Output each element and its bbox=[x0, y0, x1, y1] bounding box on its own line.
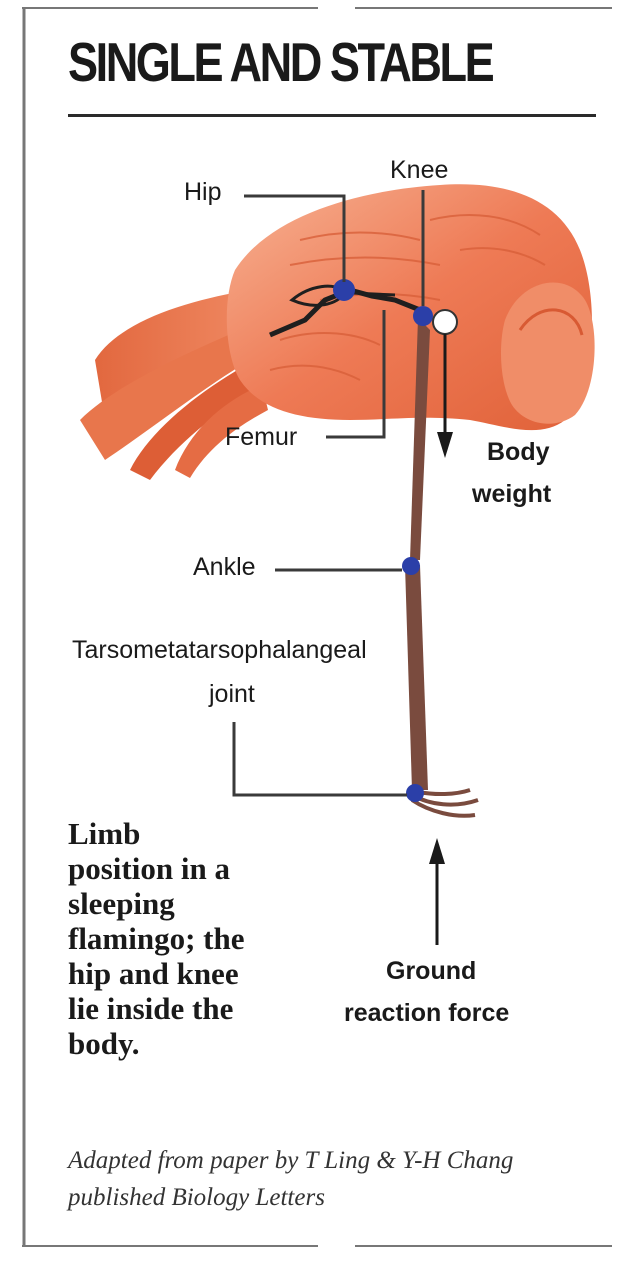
figure-caption: Limb position in a sleeping flamingo; th… bbox=[68, 816, 298, 1061]
knee-label: Knee bbox=[390, 156, 448, 185]
tmtp-label-line2: joint bbox=[209, 680, 255, 709]
femur-label: Femur bbox=[225, 423, 297, 452]
caption-line: flamingo; the bbox=[68, 921, 298, 956]
caption-line: lie inside the bbox=[68, 991, 298, 1026]
tmtp-joint bbox=[406, 784, 424, 802]
caption-line: Limb bbox=[68, 816, 298, 851]
ankle-joint bbox=[402, 557, 420, 575]
caption-line: position in a bbox=[68, 851, 298, 886]
tmtp-label-line1: Tarsometatarsophalangeal bbox=[72, 636, 367, 665]
source-credit: Adapted from paper by T Ling & Y-H Chang… bbox=[68, 1142, 628, 1216]
knee-joint bbox=[413, 306, 433, 326]
credit-line: published Biology Letters bbox=[68, 1179, 628, 1216]
ground-reaction-label-line1: Ground bbox=[386, 957, 476, 986]
body-weight-label-line1: Body bbox=[487, 438, 550, 467]
caption-line: sleeping bbox=[68, 886, 298, 921]
caption-line: hip and knee bbox=[68, 956, 298, 991]
hip-label: Hip bbox=[184, 178, 222, 207]
ground-reaction-arrow bbox=[429, 838, 445, 945]
flamingo-head bbox=[501, 283, 595, 424]
hip-joint bbox=[333, 279, 355, 301]
ground-reaction-label-line2: reaction force bbox=[344, 999, 509, 1028]
tmtp-leader bbox=[234, 722, 407, 795]
credit-line: Adapted from paper by T Ling & Y-H Chang bbox=[68, 1142, 628, 1179]
tarsometatarsus bbox=[405, 565, 428, 790]
center-of-mass-marker bbox=[433, 310, 457, 334]
body-weight-label-line2: weight bbox=[472, 480, 551, 509]
ankle-label: Ankle bbox=[193, 553, 256, 582]
caption-line: body. bbox=[68, 1026, 298, 1061]
